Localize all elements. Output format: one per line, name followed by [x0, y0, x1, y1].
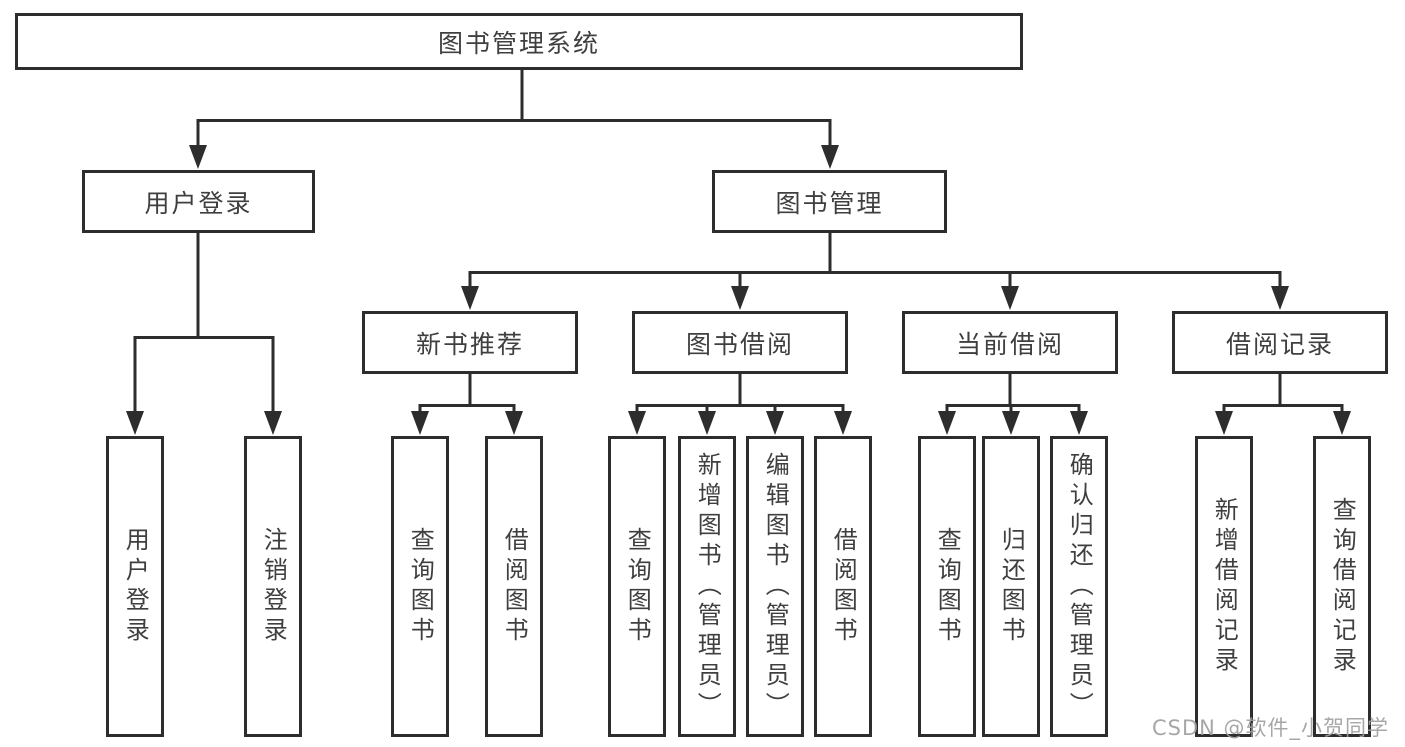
- leaf-cb-confirm-return-admin-label: 确认归还（管理员）: [1065, 451, 1094, 722]
- leaf-user-login-label: 用户登录: [121, 526, 150, 647]
- leaf-nb-borrow-books-label: 借阅图书: [500, 526, 529, 647]
- node-borrowing-records: 借阅记录: [1172, 311, 1388, 374]
- leaf-bb-add-books-admin-label: 新增图书（管理员）: [693, 451, 722, 722]
- watermark: CSDN @软件_小贺同学: [1152, 716, 1390, 740]
- leaf-bb-query-books-label: 查询图书: [623, 526, 652, 647]
- node-book-borrowing: 图书借阅: [632, 311, 848, 374]
- leaf-bb-borrow-books: 借阅图书: [814, 436, 872, 737]
- leaf-cb-confirm-return-admin: 确认归还（管理员）: [1050, 436, 1108, 737]
- leaf-logout: 注销登录: [244, 436, 302, 737]
- leaf-bb-edit-books-admin-label: 编辑图书（管理员）: [761, 451, 790, 722]
- leaf-bb-borrow-books-label: 借阅图书: [829, 526, 858, 647]
- leaf-br-add-record: 新增借阅记录: [1195, 436, 1253, 737]
- leaf-bb-add-books-admin: 新增图书（管理员）: [678, 436, 736, 737]
- leaf-nb-query-books: 查询图书: [391, 436, 449, 737]
- leaf-br-query-record-label: 查询借阅记录: [1328, 496, 1357, 677]
- leaf-br-add-record-label: 新增借阅记录: [1210, 496, 1239, 677]
- leaf-bb-edit-books-admin: 编辑图书（管理员）: [746, 436, 804, 737]
- node-current-borrowing: 当前借阅: [902, 311, 1118, 374]
- leaf-cb-query-books: 查询图书: [918, 436, 976, 737]
- leaf-logout-label: 注销登录: [259, 526, 288, 647]
- node-book-management: 图书管理: [712, 170, 947, 233]
- leaf-cb-return-books: 归还图书: [982, 436, 1040, 737]
- leaf-cb-query-books-label: 查询图书: [933, 526, 962, 647]
- node-new-book-recommendation: 新书推荐: [362, 311, 578, 374]
- leaf-br-query-record: 查询借阅记录: [1313, 436, 1371, 737]
- leaf-user-login: 用户登录: [106, 436, 164, 737]
- leaf-nb-borrow-books: 借阅图书: [485, 436, 543, 737]
- node-user-login: 用户登录: [82, 170, 315, 233]
- leaf-cb-return-books-label: 归还图书: [997, 526, 1026, 647]
- node-library-management-system: 图书管理系统: [15, 13, 1023, 70]
- leaf-nb-query-books-label: 查询图书: [406, 526, 435, 647]
- leaf-bb-query-books: 查询图书: [608, 436, 666, 737]
